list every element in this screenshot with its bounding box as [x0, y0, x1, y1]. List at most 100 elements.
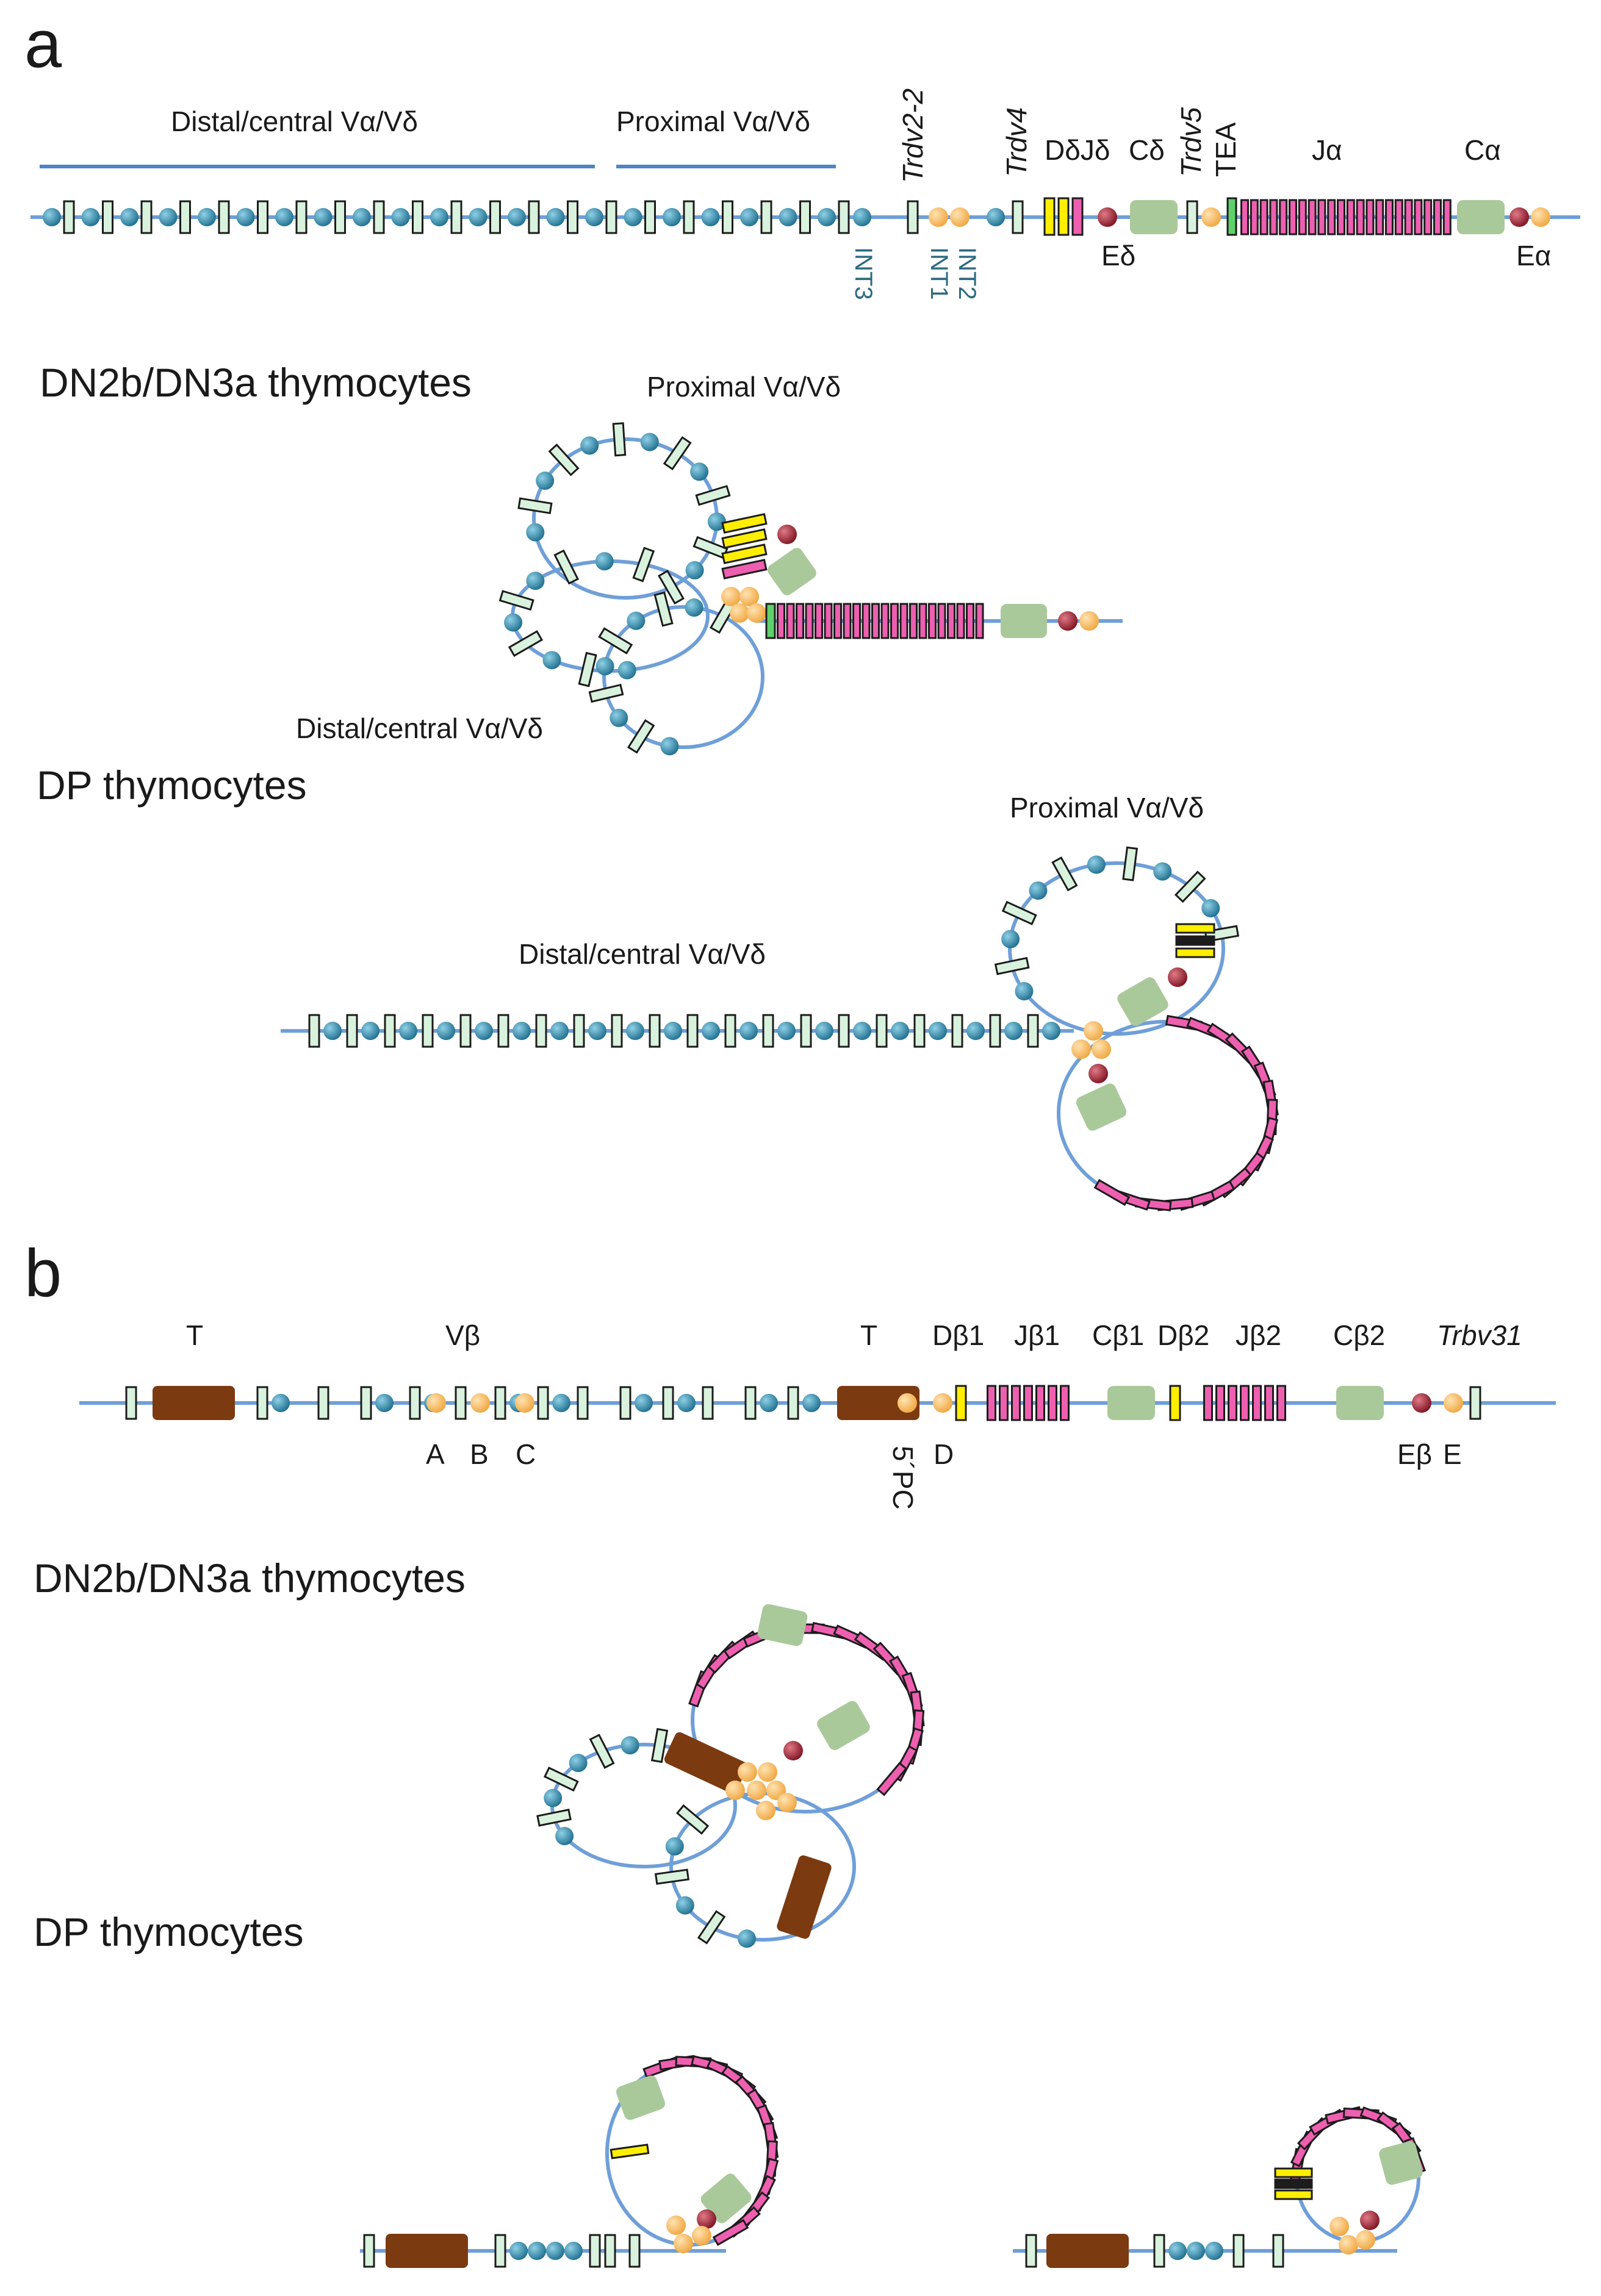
ja-label: Jα	[1312, 134, 1342, 166]
j-segment	[1279, 199, 1288, 235]
ed-enhancer	[1098, 207, 1117, 227]
a-dn-proximal-label: Proximal Vα/Vδ	[647, 371, 841, 403]
j-segment	[1404, 199, 1413, 235]
spacer-ball	[929, 1022, 947, 1040]
trdv5-label: Trdv5	[1175, 107, 1207, 177]
trdv4-segment	[1012, 200, 1024, 234]
int1-element	[929, 207, 948, 227]
spacer-ball	[361, 1022, 380, 1040]
v-segment	[589, 1734, 615, 1769]
ja-segment-array	[1240, 199, 1452, 235]
spacer-ball	[1153, 862, 1172, 881]
j-segment	[1240, 1385, 1250, 1421]
j-segment	[880, 603, 890, 639]
j-segment	[1093, 1178, 1131, 1207]
v-segment	[494, 1386, 506, 1420]
spacer-ball	[677, 1394, 696, 1412]
v-segment	[627, 719, 655, 754]
j-segment	[987, 1385, 996, 1421]
trdv2-2-label: Trdv2-2	[897, 88, 929, 183]
a-dp-heading: DP thymocytes	[37, 762, 307, 808]
spacer-ball	[701, 208, 720, 226]
spacer-ball	[585, 208, 603, 226]
spacer-ball	[120, 208, 139, 226]
e-label: E	[1443, 1438, 1462, 1470]
promoter-b	[470, 1393, 490, 1413]
t-left-label: T	[186, 1319, 203, 1351]
v-segment	[363, 2234, 375, 2268]
spacer-ball	[1029, 881, 1048, 900]
v-segment	[450, 200, 462, 234]
trypsinogen-right	[837, 1386, 919, 1420]
v-segment	[787, 1386, 799, 1420]
spacer-ball	[375, 1394, 394, 1412]
trdv5-segment	[1186, 200, 1198, 234]
j-segment	[1356, 199, 1365, 235]
a-dn-heading: DN2b/DN3a thymocytes	[40, 360, 472, 405]
spacer-ball	[81, 208, 100, 226]
j-segment	[796, 603, 804, 639]
j-segment	[1394, 199, 1403, 235]
e-element	[1444, 1393, 1463, 1413]
spacer-ball	[542, 651, 561, 670]
v-segment	[913, 1014, 926, 1048]
v-segment	[675, 1804, 710, 1835]
v-segment	[1051, 856, 1078, 892]
b-dn-elements	[664, 1604, 870, 1939]
j-segment	[1433, 199, 1442, 235]
v-segment	[702, 1386, 714, 1420]
v-segment	[654, 1868, 690, 1885]
j-segment	[1264, 1385, 1274, 1421]
v-segment	[838, 200, 850, 234]
j-segment	[909, 603, 918, 639]
a-label: A	[426, 1438, 445, 1470]
j-segment	[1269, 199, 1278, 235]
v-segment	[373, 200, 385, 234]
v-segment	[588, 683, 624, 703]
j-segment	[833, 603, 842, 639]
spacer-ball	[595, 657, 614, 676]
spacer-ball	[391, 208, 410, 226]
j-segment	[1414, 199, 1423, 235]
j-segment	[928, 603, 937, 639]
djd-label: DδJδ	[1045, 134, 1110, 166]
j-segment	[1337, 199, 1345, 235]
spacer-ball	[159, 208, 178, 226]
v-segment	[102, 200, 113, 234]
b-dn-heading: DN2b/DN3a thymocytes	[34, 1555, 466, 1601]
v-segment	[686, 1014, 699, 1048]
j-segment	[876, 1762, 908, 1796]
top-locus-elements	[853, 197, 1550, 236]
v-segment	[1122, 846, 1139, 881]
spacer-ball	[528, 2242, 546, 2260]
spacer-ball	[552, 1394, 570, 1412]
dd-segment	[1057, 197, 1070, 236]
a-dn-loops	[511, 437, 1123, 749]
distal-region-label: Distal/central Vα/Vδ	[171, 106, 418, 137]
v-segment	[295, 200, 308, 234]
spacer-ball	[777, 1022, 796, 1040]
ed-label: Eδ	[1101, 240, 1135, 271]
int2-label: INT2	[954, 247, 980, 300]
ca-segment	[1457, 200, 1505, 234]
j-segment	[1289, 199, 1297, 235]
trdv4-label: Trdv4	[1001, 107, 1032, 177]
j-segment	[871, 603, 880, 639]
v-segment	[722, 200, 733, 234]
d-label: D	[934, 1438, 954, 1470]
v-segment	[498, 590, 534, 611]
v-segment	[517, 497, 553, 514]
j-segment	[1259, 199, 1268, 235]
j-segment	[918, 603, 927, 639]
j-segment	[1276, 1385, 1286, 1421]
promoter-5pc	[898, 1393, 917, 1413]
v-segment	[744, 1386, 757, 1420]
j-segment	[1023, 1385, 1033, 1421]
t-right-label: T	[860, 1319, 877, 1351]
v-segment	[536, 1809, 572, 1827]
v-segment	[384, 1014, 396, 1048]
v-segment	[360, 1386, 372, 1420]
v-segment	[140, 200, 153, 234]
b-top-elements	[153, 1385, 1481, 1421]
